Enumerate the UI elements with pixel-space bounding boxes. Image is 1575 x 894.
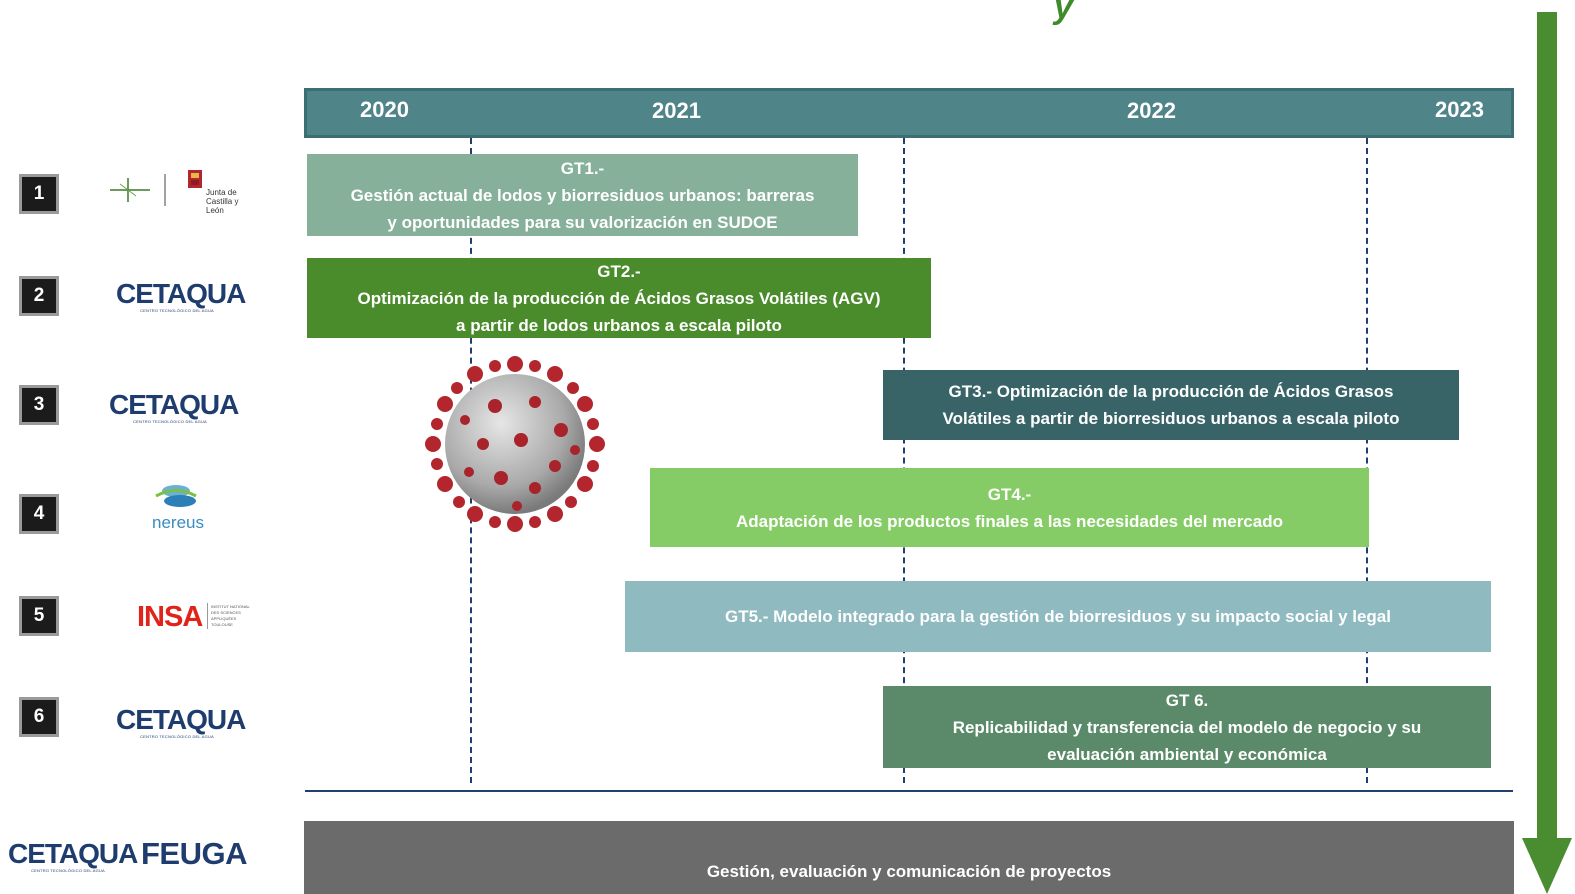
row-number-4: 4 [19, 494, 59, 534]
row-number-1: 1 [19, 174, 59, 214]
logo-insa: INSA INSTITUT NATIONAL DES SCIENCES APPL… [137, 601, 250, 633]
year-2022: 2022 [1127, 98, 1176, 123]
year-2021: 2021 [652, 98, 701, 123]
coronavirus-image [425, 356, 605, 532]
row-number-6: 6 [19, 697, 59, 737]
year-divider-2023 [1366, 138, 1368, 783]
year-2020: 2020 [360, 97, 409, 122]
title-fragment: y [1054, 0, 1073, 26]
task-gt6: GT 6. Replicabilidad y transferencia del… [883, 686, 1491, 768]
logo-cetaqua-bottom: CETAQUA CENTRO TECNOLÓGICO DEL AGUA [8, 838, 138, 874]
task-gt5: GT5.- Modelo integrado para la gestión d… [625, 581, 1491, 652]
task-gt2: GT2.- Optimización de la producción de Á… [307, 258, 931, 338]
year-divider-2022 [903, 138, 905, 783]
task-gt4: GT4.- Adaptación de los productos finale… [650, 468, 1369, 547]
logo-cetaqua-6: CETAQUA CENTRO TECNOLÓGICO DEL AGUA [116, 704, 246, 740]
logo-feuga: FEUGA [141, 836, 248, 871]
nereus-drop-icon [155, 485, 197, 507]
management-bar: Gestión, evaluación y comunicación de pr… [304, 821, 1514, 894]
logo-junta-castilla-leon: Junta de Castilla y León [106, 166, 256, 215]
separator-line [305, 790, 1513, 792]
insa-divider [207, 603, 208, 629]
timeline-header: 2020 2021 2022 2023 [304, 88, 1514, 138]
junta-emblem-icon [110, 170, 202, 206]
junta-logo-text: Junta de Castilla y León [206, 188, 239, 215]
task-gt1: GT1.- Gestión actual de lodos y biorresi… [307, 154, 858, 236]
logo-cetaqua-3: CETAQUA CENTRO TECNOLÓGICO DEL AGUA [109, 389, 239, 425]
down-arrow-icon [1522, 838, 1572, 894]
coronavirus-icon [425, 356, 605, 532]
row-number-2: 2 [19, 276, 59, 316]
down-arrow-shaft [1537, 12, 1557, 842]
task-gt3: GT3.- Optimización de la producción de Á… [883, 370, 1459, 440]
row-number-3: 3 [19, 385, 59, 425]
row-number-5: 5 [19, 596, 59, 636]
logo-cetaqua-2: CETAQUA CENTRO TECNOLÓGICO DEL AGUA [116, 278, 246, 314]
insa-subtitle: INSTITUT NATIONAL DES SCIENCES APPLIQUÉE… [211, 604, 250, 627]
year-2023: 2023 [1435, 97, 1484, 122]
logo-nereus: nereus [146, 482, 210, 536]
